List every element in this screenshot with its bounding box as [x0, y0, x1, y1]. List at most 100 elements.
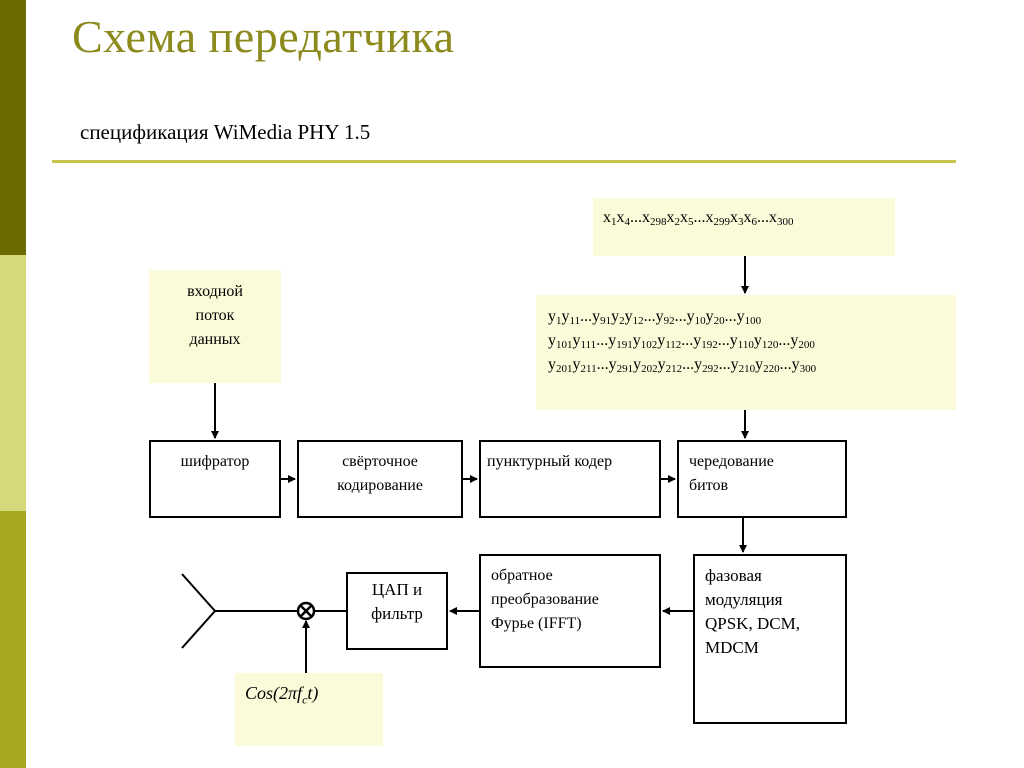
- y-seq-index: 1: [556, 315, 562, 327]
- title-divider: [52, 160, 956, 163]
- y-seq-index: 2: [619, 315, 625, 327]
- y-seq-index: 291: [616, 363, 634, 375]
- ifft-line-3: Фурье (IFFT): [491, 615, 582, 632]
- input-line-2: поток: [195, 307, 235, 324]
- mixer-icon: [296, 601, 316, 621]
- y-seq-index: 210: [738, 363, 756, 375]
- x-seq-index: 298: [650, 216, 667, 228]
- y-sequence-row: y101y111...y191y102y112...y192...y110y12…: [548, 329, 944, 353]
- puncturer-block: пунктурный кодер: [479, 440, 661, 518]
- x-seq-symbol: x: [616, 209, 625, 226]
- y-seq-index: 220: [763, 363, 780, 375]
- ifft-block: обратное преобразование Фурье (IFFT): [479, 554, 661, 668]
- slide-title: Схема передатчика: [72, 11, 455, 62]
- y-seq-index: 100: [744, 315, 762, 327]
- y-seq-symbol: ...y: [724, 308, 745, 325]
- y-seq-symbol: ...y: [779, 356, 800, 373]
- y-seq-symbol: ...y: [580, 308, 601, 325]
- y-seq-symbol: y: [633, 356, 642, 373]
- interleaver-block: чередование битов: [677, 440, 847, 518]
- x-seq-index: 1: [611, 216, 617, 228]
- y-seq-symbol: ...y: [643, 308, 664, 325]
- y-seq-symbol: y: [548, 308, 556, 325]
- y-seq-index: 11: [569, 315, 581, 327]
- y-seq-symbol: ...y: [682, 356, 703, 373]
- x-seq-index: 4: [624, 216, 631, 228]
- y-seq-index: 10: [694, 315, 706, 327]
- y-seq-symbol: y: [548, 356, 556, 373]
- y-seq-index: 20: [713, 315, 725, 327]
- carrier-cosine-box: Cos(2πfct): [235, 673, 383, 746]
- y-seq-symbol: ...y: [596, 332, 617, 349]
- modulation-block: фазовая модуляция QPSK, DCM, MDCM: [693, 554, 847, 724]
- interleaver-line-2: битов: [689, 477, 729, 494]
- mod-line-3: QPSK, DCM,: [705, 614, 800, 633]
- y-seq-symbol: y: [657, 332, 666, 349]
- ifft-line-2: преобразование: [491, 591, 599, 608]
- carrier-f: f: [297, 683, 303, 703]
- y-seq-symbol: y: [561, 308, 570, 325]
- y-seq-symbol: y: [632, 332, 641, 349]
- y-seq-symbol: y: [611, 308, 620, 325]
- y-seq-symbol: y: [572, 356, 581, 373]
- x-seq-index: 300: [777, 216, 794, 228]
- conv-line-1: свёрточное: [342, 453, 418, 470]
- x-sequence: x1x4...x298x2x5...x299x3x6...x300: [603, 206, 885, 230]
- y-seq-index: 202: [641, 363, 658, 375]
- y-seq-symbol: y: [755, 356, 764, 373]
- y-seq-index: 111: [580, 339, 597, 351]
- x-seq-symbol: ...x: [757, 209, 777, 226]
- carrier-suffix: t): [307, 683, 319, 703]
- dac-line-2: фильтр: [371, 604, 423, 623]
- y-seq-index: 200: [798, 339, 815, 351]
- puncturer-label: пунктурный кодер: [487, 453, 613, 470]
- slide-subtitle: спецификация WiMedia PHY 1.5: [80, 120, 371, 144]
- y-sequence-box: y1y11...y91y2y12...y92...y10y20...y100 y…: [536, 295, 956, 410]
- x-seq-symbol: x: [730, 209, 738, 226]
- y-seq-symbol: y: [548, 332, 556, 349]
- y-seq-index: 212: [665, 363, 683, 375]
- x-seq-symbol: x: [680, 209, 688, 226]
- x-seq-index: 5: [688, 216, 694, 228]
- x-seq-symbol: x: [666, 209, 675, 226]
- y-seq-index: 292: [702, 363, 719, 375]
- y-seq-index: 300: [799, 363, 817, 375]
- conv-line-2: кодирование: [337, 477, 423, 494]
- carrier-prefix: Cos(2: [245, 683, 289, 703]
- y-seq-index: 120: [761, 339, 779, 351]
- x-seq-symbol: ...x: [693, 209, 714, 226]
- mod-line-1: фазовая: [705, 566, 762, 585]
- y-seq-index: 91: [600, 315, 612, 327]
- y-seq-symbol: y: [657, 356, 666, 373]
- y-seq-symbol: ...y: [674, 308, 695, 325]
- y-seq-symbol: y: [624, 308, 633, 325]
- y-seq-index: 102: [640, 339, 658, 351]
- y-seq-index: 192: [701, 339, 718, 351]
- input-line-3: данных: [189, 331, 241, 348]
- x-seq-index: 2: [674, 216, 681, 228]
- y-sequence-row: y1y11...y91y2y12...y92...y10y20...y100: [548, 305, 944, 329]
- input-line-1: входной: [187, 283, 243, 300]
- mod-line-2: модуляция: [705, 590, 783, 609]
- y-sequence-row: y201y211...y291y202y212...y292...y210y22…: [548, 353, 944, 377]
- x-seq-symbol: x: [743, 209, 752, 226]
- y-seq-index: 12: [632, 315, 644, 327]
- dac-line-1: ЦАП и: [371, 580, 423, 599]
- x-seq-symbol: ...x: [630, 209, 650, 226]
- y-seq-symbol: y: [753, 332, 762, 349]
- sidebar-light-segment: [0, 255, 26, 511]
- carrier-pi: π: [288, 683, 298, 703]
- input-data-stream-box: входной поток данных: [149, 270, 281, 383]
- scrambler-block: шифратор: [149, 440, 281, 518]
- y-seq-symbol: ...y: [681, 332, 702, 349]
- dac-filter-block: ЦАП и фильтр: [346, 572, 448, 650]
- y-seq-index: 211: [580, 363, 597, 375]
- y-seq-index: 110: [737, 339, 754, 351]
- x-seq-symbol: x: [603, 209, 611, 226]
- ifft-line-1: обратное: [491, 567, 553, 584]
- carrier-sub: c: [302, 692, 308, 707]
- y-seq-symbol: y: [705, 308, 714, 325]
- y-seq-symbol: ...y: [718, 356, 739, 373]
- y-seq-symbol: ...y: [717, 332, 738, 349]
- y-seq-index: 191: [616, 339, 633, 351]
